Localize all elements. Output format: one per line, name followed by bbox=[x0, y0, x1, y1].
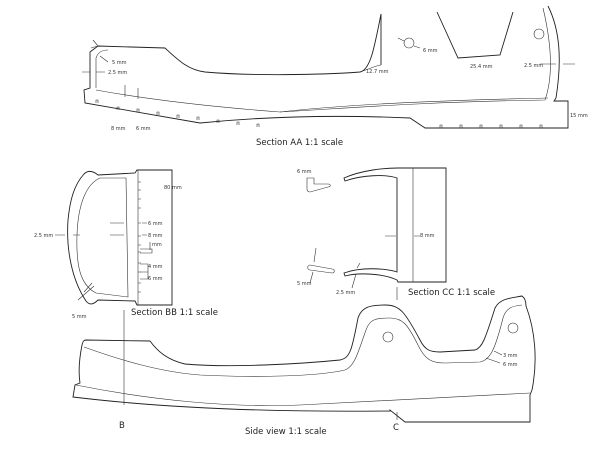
dim-label: 5 mm bbox=[112, 60, 127, 66]
section-bb-title: Section BB 1:1 scale bbox=[131, 308, 218, 318]
section-bb-inner bbox=[76, 177, 129, 298]
dim-label: 80 mm bbox=[164, 185, 182, 191]
dim-label: 15 mm bbox=[570, 113, 588, 119]
side-view-dim-lines bbox=[485, 350, 503, 364]
section-cc-outline bbox=[343, 167, 447, 283]
side-view: 3 mm 6 mm B C Side view 1:1 scale bbox=[72, 295, 536, 437]
dim-label: 2.5 mm bbox=[34, 233, 53, 239]
side-view-hole bbox=[382, 331, 394, 343]
section-bb-outline bbox=[67, 169, 173, 306]
side-view-hole bbox=[507, 322, 519, 334]
section-aa-inner bbox=[95, 7, 551, 113]
section-aa-fillet bbox=[359, 64, 382, 73]
section-aa-ticks bbox=[95, 99, 543, 128]
section-bb: 80 mm 2.5 mm 6 mm 8 mm mm 4 mm 6 mm 5 mm… bbox=[34, 169, 218, 405]
dim-label: 6 mm bbox=[423, 48, 438, 54]
side-view-inner-line bbox=[83, 304, 523, 377]
dim-label: 5 mm bbox=[297, 281, 312, 287]
dim-label: 3 mm bbox=[503, 353, 518, 359]
dim-label: 2.5 mm bbox=[108, 70, 127, 76]
section-aa-tip-mark bbox=[90, 39, 99, 49]
section-marker-c: C bbox=[393, 423, 399, 433]
dim-label: 8 mm bbox=[111, 126, 126, 132]
dim-label: mm bbox=[152, 242, 162, 248]
dim-label: 5 mm bbox=[72, 314, 87, 320]
dim-label: 25.4 mm bbox=[470, 64, 493, 70]
section-aa-hole bbox=[403, 37, 415, 49]
section-aa-dim-lines bbox=[82, 37, 575, 99]
section-marker-b: B bbox=[119, 421, 125, 431]
dim-label: 2.5 mm bbox=[524, 63, 543, 69]
section-cc: 6 mm 8 mm 5 mm 2.5 mm Section CC 1:1 sca… bbox=[297, 167, 495, 300]
section-aa-title: Section AA 1:1 scale bbox=[256, 138, 343, 148]
dim-label: 6 mm bbox=[297, 169, 312, 175]
dim-label: 8 mm bbox=[420, 233, 435, 239]
dim-label: 6 mm bbox=[148, 221, 163, 227]
section-aa: 5 mm 2.5 mm 8 mm 6 mm 12.7 mm 6 mm 25.4 … bbox=[82, 5, 588, 148]
section-cc-clip-top bbox=[306, 177, 331, 193]
section-bb-ticks bbox=[138, 181, 153, 293]
section-aa-rib-line bbox=[279, 97, 549, 113]
dim-label: 12.7 mm bbox=[366, 69, 389, 75]
dim-label: 4 mm bbox=[148, 264, 163, 270]
section-cc-title: Section CC 1:1 scale bbox=[408, 288, 495, 298]
dim-label: 6 mm bbox=[136, 126, 151, 132]
dim-label: 2.5 mm bbox=[336, 290, 355, 296]
section-aa-outline bbox=[83, 5, 569, 129]
side-view-outline bbox=[72, 295, 536, 423]
section-aa-hole bbox=[533, 28, 545, 40]
section-cc-clip-bottom bbox=[307, 264, 335, 274]
dim-label: 6 mm bbox=[503, 362, 518, 368]
section-bb-dim-lines bbox=[55, 222, 147, 301]
dim-label: 6 mm bbox=[148, 276, 163, 282]
dim-label: 8 mm bbox=[148, 233, 163, 239]
section-cc-dim-lines bbox=[309, 235, 420, 289]
side-view-title: Side view 1:1 scale bbox=[245, 427, 327, 437]
side-view-base-line bbox=[75, 384, 531, 406]
